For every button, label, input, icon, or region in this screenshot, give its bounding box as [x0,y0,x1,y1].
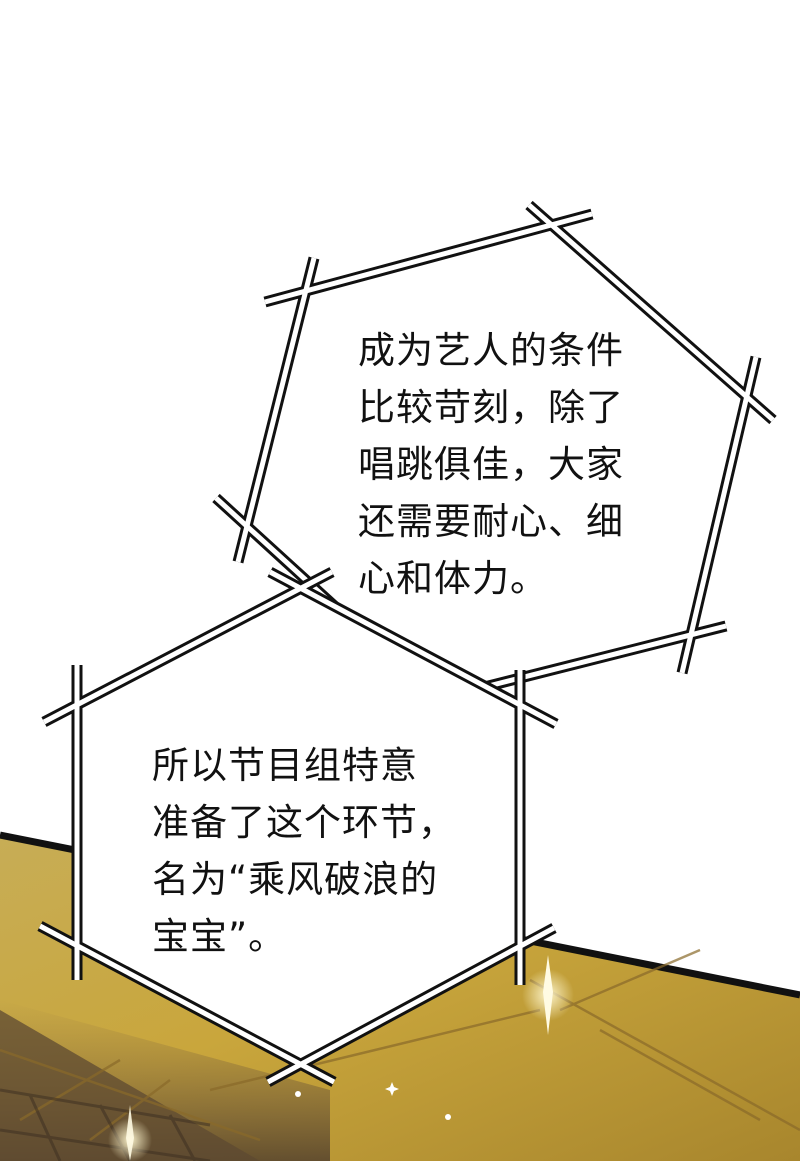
speech-line: 所以节目组特意 [152,744,418,787]
speech-line: 名为“乘风破浪的 [152,858,439,901]
truss-silhouette [0,1088,211,1161]
speech-line: 唱跳俱佳，大家 [358,443,624,486]
speech-line: 心和体力。 [358,557,548,600]
speech-bubble-1-text: 成为艺人的条件 比较苛刻，除了 唱跳俱佳，大家 还需要耐心、细 心和体力。 [358,322,624,607]
speech-line: 成为艺人的条件 [358,329,624,372]
sparkles [108,955,574,1161]
speech-bubble-2-text: 所以节目组特意 准备了这个环节， 名为“乘风破浪的 宝宝”。 [152,737,456,965]
speech-line: 还需要耐心、细 [358,500,624,543]
speech-bubble-1 [212,200,777,701]
speech-bubble-2 [37,567,559,1087]
speech-line: 比较苛刻，除了 [358,386,624,429]
speech-line: 准备了这个环节， [152,801,456,844]
speech-line: 宝宝”。 [152,915,287,958]
